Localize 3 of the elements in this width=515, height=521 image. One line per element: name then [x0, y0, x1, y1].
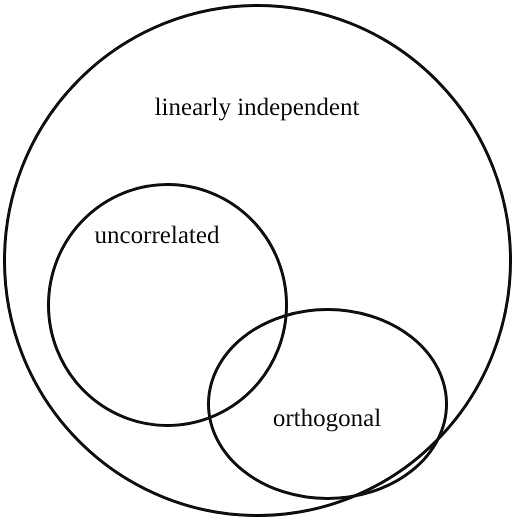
set-label: uncorrelated	[94, 222, 220, 250]
set-label: orthogonal	[272, 405, 382, 433]
set-label: linearly independent	[154, 94, 360, 122]
